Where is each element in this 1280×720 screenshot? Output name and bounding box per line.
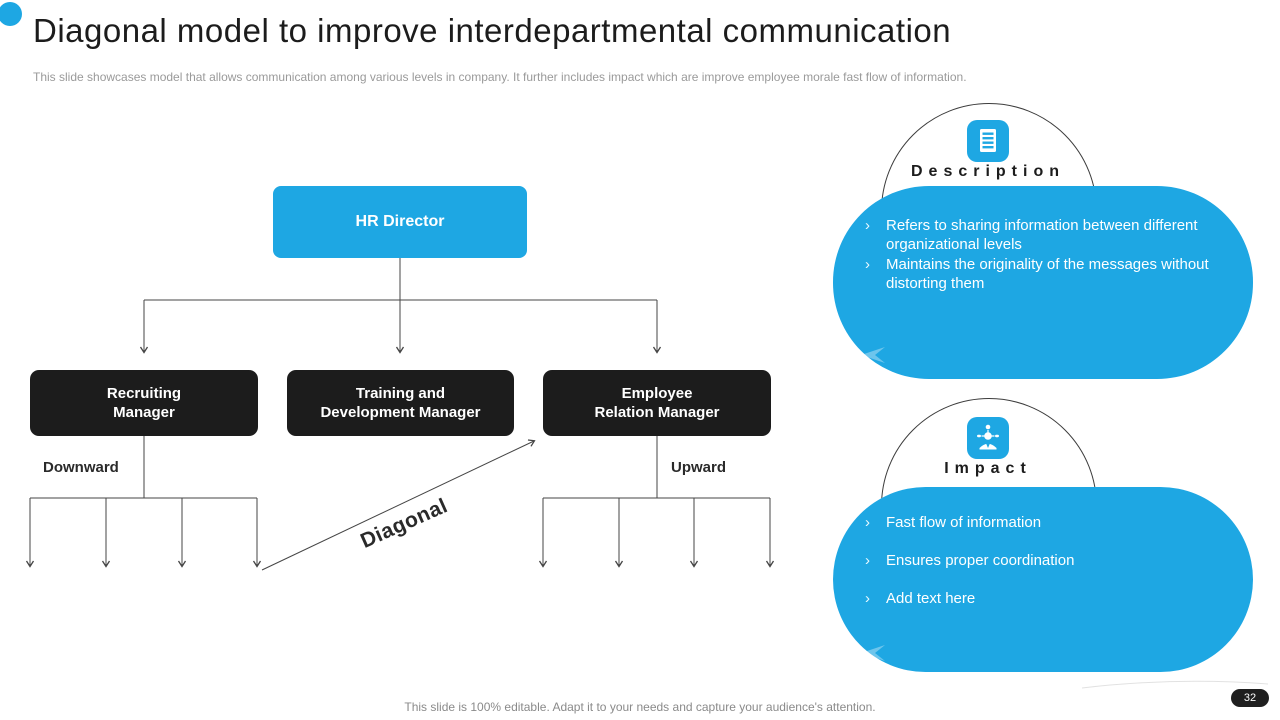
impact-bullet-list: › Fast flow of information › Ensures pro… [865,513,1223,608]
list-item: › Refers to sharing information between … [865,216,1223,254]
upward-label: Upward [671,459,727,476]
org-box-label-line: Training and [355,385,446,402]
bullet-text: Add text here [886,590,976,607]
list-item: › Add text here [865,589,1223,608]
list-item: › Ensures proper coordination [865,551,1223,570]
org-box-recruiting-manager: Recruiting Manager [30,370,258,436]
description-heading: Description [910,163,1065,180]
org-box-training-development-manager: Training and Development Manager [287,370,514,436]
bullet-marker: › [865,514,870,531]
page-title: Diagonal model to improve interdepartmen… [33,12,952,49]
slide-footer-note: This slide is 100% editable. Adapt it to… [404,700,876,714]
org-box-hr-director: HR Director [273,186,527,258]
page-number: 32 [1243,692,1257,704]
org-box-label-line: Recruiting [106,385,182,402]
bullet-marker: › [865,217,870,234]
impact-heading: Impact [944,460,1032,477]
description-bullet-list: › Refers to sharing information between … [865,216,1223,293]
bullet-marker: › [865,256,870,273]
bullet-text: Ensures proper coordination [886,552,1075,569]
people-network-icon [967,417,1009,459]
list-item: › Maintains the originality of the messa… [865,255,1223,293]
bullet-marker: › [865,552,870,569]
org-box-label-line: Development Manager [320,404,481,421]
watermark-chevron [861,347,885,363]
bullet-text: Fast flow of information [886,514,1042,531]
diagonal-label: Diagonal [357,494,452,553]
org-box-label-line: Relation Manager [594,404,720,421]
accent-dot [0,2,22,26]
document-icon [967,120,1009,162]
bullet-text: Maintains the originality of the message… [886,256,1209,292]
impact-bubble: › Fast flow of information › Ensures pro… [833,487,1253,672]
slide-subtitle: This slide showcases model that allows c… [33,70,967,84]
watermark-chevron [861,645,885,661]
list-item: › Fast flow of information [865,513,1223,532]
bullet-marker: › [865,590,870,607]
page-number-badge: 32 [1231,689,1269,707]
org-box-employee-relation-manager: Employee Relation Manager [543,370,771,436]
org-box-label: HR Director [355,213,445,230]
description-bubble: › Refers to sharing information between … [833,186,1253,379]
org-box-label-line: Manager [113,404,175,421]
org-box-label-line: Employee [621,385,693,402]
downward-label: Downward [43,459,119,476]
bullet-text: Refers to sharing information between di… [886,217,1198,253]
